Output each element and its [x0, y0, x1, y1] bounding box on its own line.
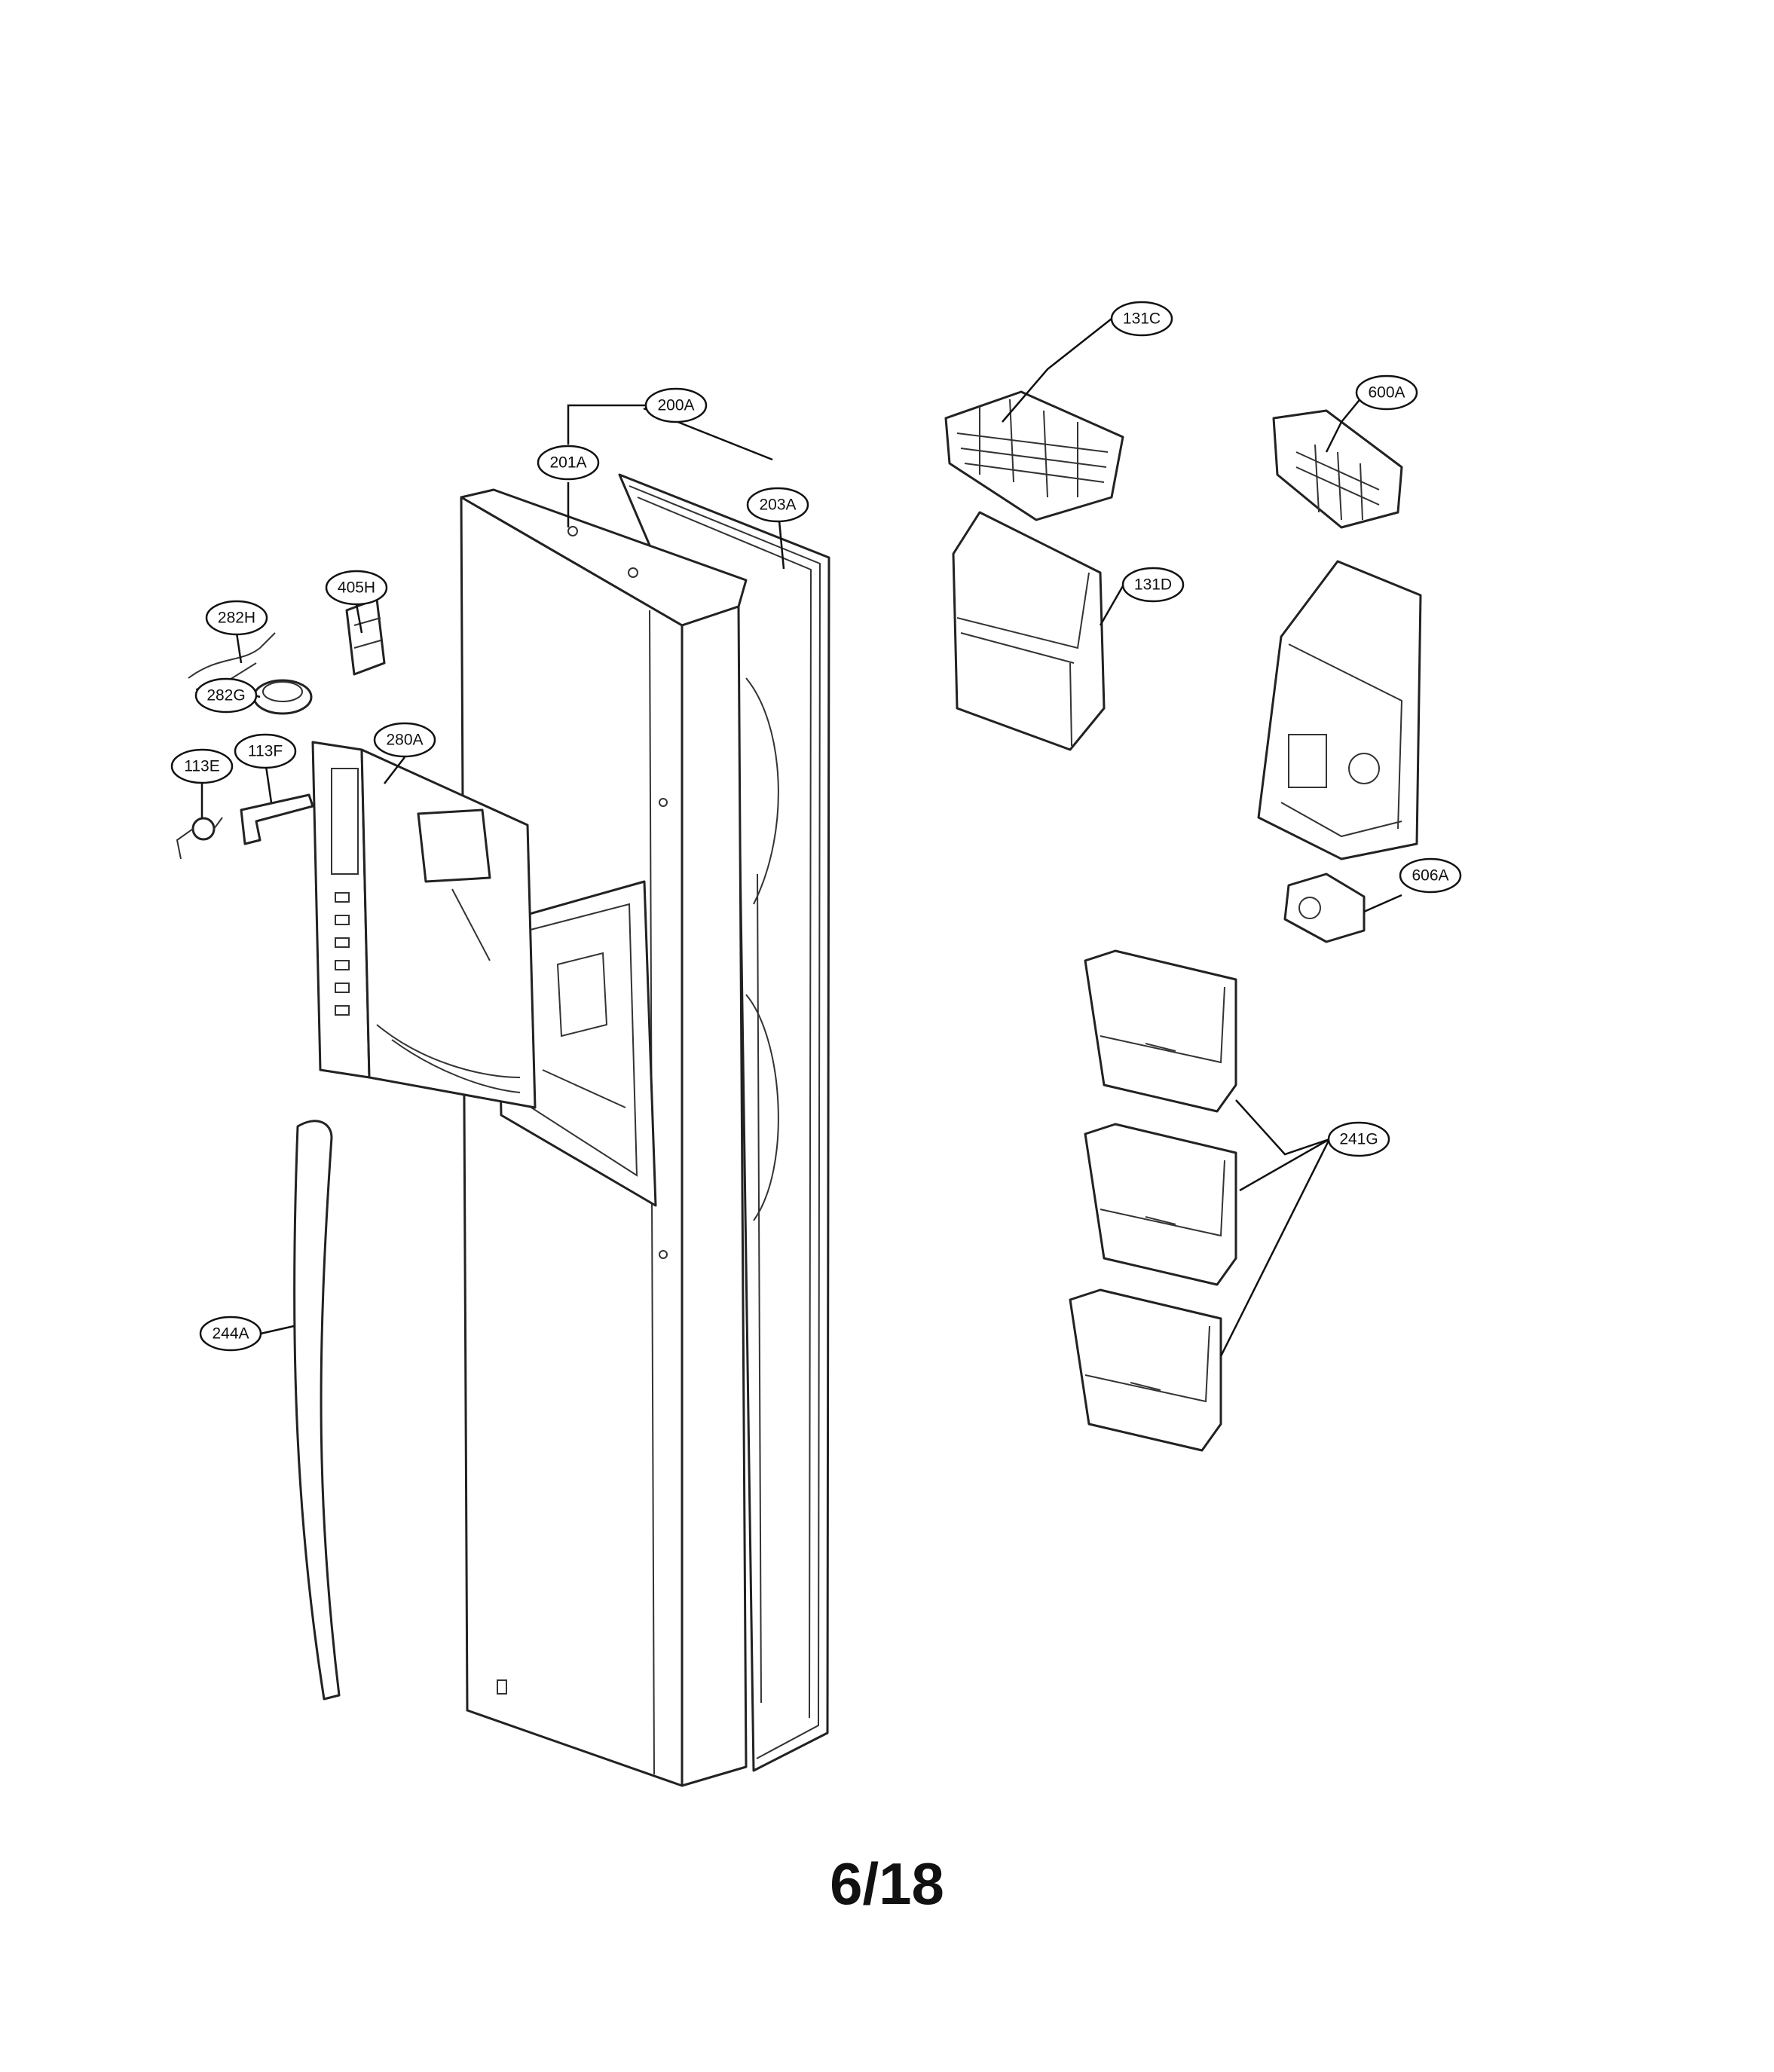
ice-maker-housing [1257, 560, 1422, 860]
callout-203A[interactable]: 203A [746, 487, 809, 523]
door-bin-bottom [1069, 1288, 1222, 1452]
door-bin-top [1084, 949, 1237, 1113]
svg-text:606A: 606A [1412, 867, 1448, 885]
callout-600A[interactable]: 600A [1355, 374, 1418, 411]
callout-405H[interactable]: 405H [325, 570, 388, 606]
switch-part [345, 597, 386, 676]
callout-200A[interactable]: 200A [644, 387, 708, 423]
svg-text:203A: 203A [759, 497, 796, 514]
ice-bucket-top [944, 390, 1124, 521]
dispenser-cover [311, 741, 537, 1109]
callout-244A[interactable]: 244A [199, 1316, 262, 1352]
svg-text:600A: 600A [1368, 384, 1405, 402]
svg-text:244A: 244A [212, 1325, 249, 1343]
svg-text:113F: 113F [248, 743, 283, 760]
callout-131C[interactable]: 131C [1110, 301, 1173, 337]
leader-lines [200, 318, 1402, 1357]
page-number: 6/18 [830, 1850, 944, 1917]
svg-text:113E: 113E [184, 758, 220, 775]
svg-text:405H: 405H [338, 579, 375, 597]
cap-part [252, 679, 313, 715]
callout-241G[interactable]: 241G [1327, 1121, 1390, 1157]
svg-text:201A: 201A [549, 454, 586, 472]
callout-201A[interactable]: 201A [537, 445, 600, 481]
svg-text:200A: 200A [657, 397, 694, 414]
svg-text:282G: 282G [206, 687, 245, 704]
ice-maker [1272, 409, 1403, 529]
callout-131D[interactable]: 131D [1121, 567, 1185, 603]
spring [176, 817, 223, 860]
callout-280A[interactable]: 280A [373, 722, 436, 758]
callout-282G[interactable]: 282G [194, 677, 258, 714]
svg-text:282H: 282H [218, 610, 255, 627]
svg-text:131D: 131D [1134, 576, 1172, 594]
callout-113E[interactable]: 113E [170, 748, 234, 784]
callout-606A[interactable]: 606A [1399, 857, 1462, 894]
bracket [240, 793, 314, 845]
door-bin-middle [1084, 1123, 1237, 1286]
svg-text:131C: 131C [1123, 310, 1161, 328]
door-gasket [618, 473, 830, 1772]
ice-bucket-body [952, 511, 1106, 751]
motor-part [1283, 873, 1366, 943]
door-handle [293, 1120, 341, 1701]
svg-text:280A: 280A [386, 732, 423, 749]
svg-text:241G: 241G [1339, 1131, 1378, 1148]
callout-113F[interactable]: 113F [234, 733, 297, 769]
callout-282H[interactable]: 282H [205, 600, 268, 636]
